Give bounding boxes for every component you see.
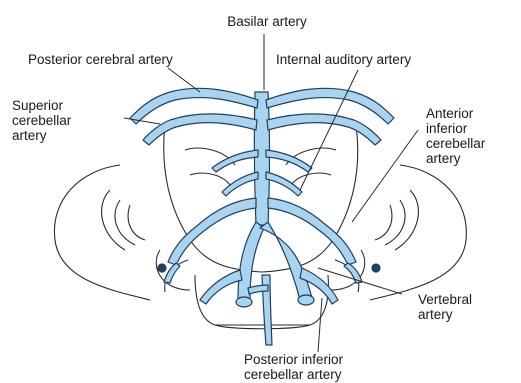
label-vertebral-artery: Vertebral artery bbox=[418, 292, 472, 322]
arteries bbox=[130, 88, 394, 345]
superior-cerebellar-left-shape bbox=[143, 114, 257, 145]
leader-posterior-cerebral bbox=[168, 68, 200, 92]
label-basilar-artery: Basilar artery bbox=[207, 14, 327, 29]
label-anterior-inferior-cerebellar-artery: Anterior inferior cerebellar artery bbox=[426, 106, 485, 166]
label-posterior-cerebral-artery: Posterior cerebral artery bbox=[28, 52, 173, 67]
label-internal-auditory-artery: Internal auditory artery bbox=[276, 52, 411, 67]
basilar-artery-shape bbox=[254, 92, 269, 225]
leader-pica bbox=[318, 298, 322, 352]
pica-left-shape bbox=[200, 270, 242, 304]
label-superior-cerebellar-artery: Superior cerebellar artery bbox=[12, 98, 71, 143]
aica-right-shape bbox=[268, 198, 356, 265]
label-posterior-inferior-cerebellar-artery: Posterior inferior cerebellar artery bbox=[244, 352, 343, 382]
leader-aica bbox=[352, 130, 418, 222]
